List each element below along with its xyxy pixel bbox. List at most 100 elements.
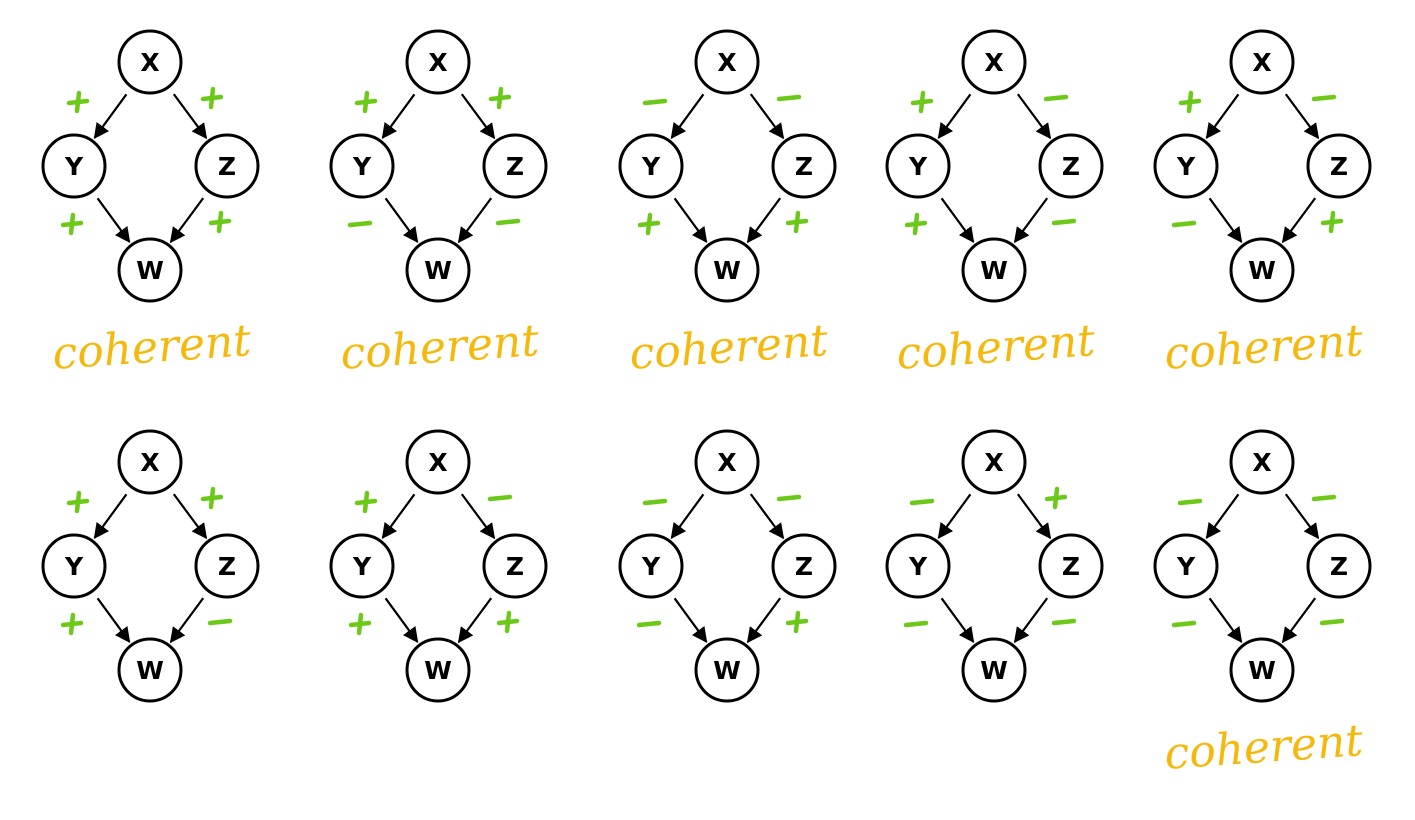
- edge-sign-zw: [1051, 618, 1077, 626]
- edge-sign-yw: [60, 612, 84, 636]
- edge-xz: [749, 493, 785, 540]
- node-circle: [1038, 533, 1104, 599]
- node-label: W: [980, 656, 1008, 685]
- node-circle: [405, 637, 471, 703]
- edge-xz: [460, 493, 496, 540]
- node-label: Z: [795, 552, 813, 581]
- node-label: X: [717, 48, 736, 77]
- node-circle: [117, 29, 183, 95]
- node-top: X: [1229, 29, 1295, 95]
- edge-sign-yw: [348, 612, 372, 636]
- edge-zw: [169, 597, 205, 644]
- node-label: Z: [218, 152, 236, 181]
- edge-zw: [1281, 197, 1317, 244]
- node-label: Z: [795, 152, 813, 181]
- verdict-label: coherent: [1163, 715, 1365, 780]
- edge-sign-yw: [347, 220, 373, 228]
- node-top: X: [961, 429, 1027, 495]
- node-circle: [771, 133, 837, 199]
- edge-sign-xz: [1311, 494, 1337, 502]
- edge-sign-xz: [1044, 486, 1068, 510]
- node-circle: [885, 133, 951, 199]
- node-right: Z: [1038, 133, 1104, 199]
- edge-sign-yw: [60, 212, 84, 236]
- edge-sign-zw: [495, 218, 521, 226]
- node-label: W: [424, 256, 452, 285]
- edge-xz: [172, 93, 208, 140]
- node-label: X: [1252, 48, 1271, 77]
- node-label: Y: [64, 152, 84, 181]
- edge-sign-xz: [776, 494, 802, 502]
- edge-xz: [460, 93, 496, 140]
- edge-sign-xy: [66, 490, 90, 514]
- node-left: Y: [618, 133, 684, 199]
- node-circle: [694, 29, 760, 95]
- node-top: X: [694, 29, 760, 95]
- edge-sign-xy: [354, 90, 378, 114]
- edge-sign-zw: [207, 618, 233, 626]
- edge-xy: [381, 93, 416, 139]
- edge-xz: [1284, 493, 1320, 540]
- edge-sign-xy: [1178, 90, 1202, 114]
- node-label: Z: [1062, 152, 1080, 181]
- node-label: Y: [641, 552, 661, 581]
- node-bottom: W: [1229, 637, 1295, 703]
- node-label: X: [428, 448, 447, 477]
- edge-zw: [169, 197, 205, 244]
- node-right: Z: [771, 533, 837, 599]
- edge-zw: [1013, 597, 1049, 644]
- node-bottom: W: [1229, 237, 1295, 303]
- edge-yw: [1208, 597, 1243, 643]
- node-label: W: [1248, 656, 1276, 685]
- edge-sign-yw: [904, 212, 928, 236]
- node-circle: [405, 237, 471, 303]
- node-circle: [329, 133, 395, 199]
- edge-sign-zw: [785, 610, 809, 634]
- node-top: X: [961, 29, 1027, 95]
- node-circle: [405, 429, 471, 495]
- node-label: W: [713, 656, 741, 685]
- edge-xy: [1205, 93, 1240, 139]
- node-circle: [885, 533, 951, 599]
- edge-xz: [1016, 93, 1052, 140]
- edge-yw: [940, 197, 975, 243]
- node-right: Z: [482, 533, 548, 599]
- edge-sign-xy: [354, 490, 378, 514]
- edge-sign-xy: [642, 98, 668, 106]
- edge-xy: [93, 493, 128, 539]
- node-top: X: [405, 29, 471, 95]
- edge-sign-zw: [1320, 210, 1344, 234]
- node-label: Z: [218, 552, 236, 581]
- node-circle: [329, 533, 395, 599]
- node-right: Z: [1306, 133, 1372, 199]
- edge-xy: [670, 93, 705, 139]
- node-circle: [1229, 237, 1295, 303]
- node-top: X: [117, 29, 183, 95]
- node-circle: [117, 237, 183, 303]
- node-circle: [117, 429, 183, 495]
- node-circle: [694, 237, 760, 303]
- node-circle: [961, 637, 1027, 703]
- node-circle: [1153, 533, 1219, 599]
- node-top: X: [1229, 429, 1295, 495]
- node-circle: [618, 533, 684, 599]
- edge-yw: [940, 597, 975, 643]
- node-circle: [1306, 133, 1372, 199]
- node-label: Y: [908, 152, 928, 181]
- node-top: X: [405, 429, 471, 495]
- node-left: Y: [41, 533, 107, 599]
- node-label: Y: [352, 152, 372, 181]
- node-bottom: W: [117, 637, 183, 703]
- edge-xy: [93, 93, 128, 139]
- node-circle: [1038, 133, 1104, 199]
- edge-sign-xy: [1177, 498, 1203, 506]
- edge-zw: [457, 597, 493, 644]
- node-circle: [961, 429, 1027, 495]
- node-bottom: W: [405, 637, 471, 703]
- edge-xy: [381, 493, 416, 539]
